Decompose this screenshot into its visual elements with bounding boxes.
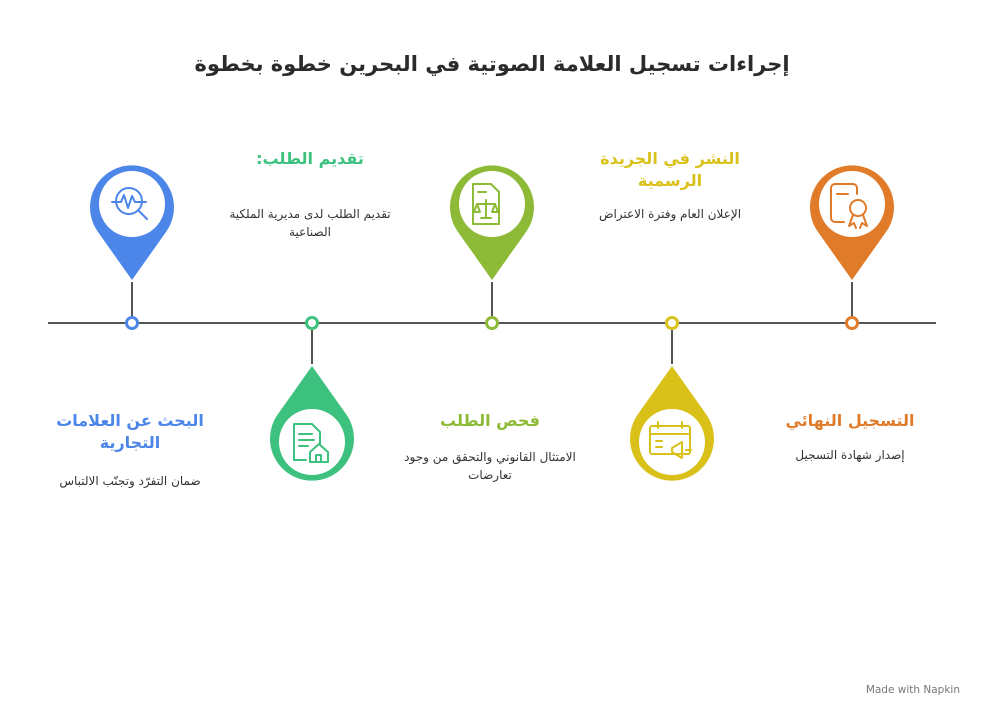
step-4-description: الإعلان العام وفترة الاعتراض — [598, 207, 742, 221]
step-2-pin — [268, 364, 356, 488]
timeline-node-5 — [845, 316, 859, 330]
step-4-pin — [628, 364, 716, 488]
certificate-icon — [830, 183, 868, 229]
step-1-description: ضمان التفرّد وتجنّب الالتباس — [59, 474, 201, 488]
step-3-heading: فحص الطلب — [440, 411, 540, 430]
step-5-pin — [808, 160, 896, 282]
document-house-icon — [293, 423, 329, 463]
step-3-description: الامتثال القانوني والتحقق من وجود تعارضا… — [404, 450, 576, 482]
stem-3 — [491, 282, 493, 316]
stem-5 — [851, 282, 853, 316]
step-1-heading: البحث عن العلامات التجارية — [56, 411, 204, 452]
search-chart-icon — [111, 187, 148, 220]
step-5-description: إصدار شهادة التسجيل — [795, 448, 905, 462]
napkin-brand[interactable]: Made with Napkin — [865, 684, 960, 696]
step-2-description: تقديم الطلب لدى مديرية الملكية الصناعية — [229, 207, 391, 239]
timeline-node-2 — [305, 316, 319, 330]
step-2-heading: تقديم الطلب: — [256, 149, 364, 168]
step-5-heading: التسجيل النهائي — [785, 411, 915, 430]
timeline-node-1 — [125, 316, 139, 330]
stem-1 — [131, 282, 133, 316]
calendar-megaphone-icon — [649, 421, 692, 459]
step-3-pin — [448, 160, 536, 282]
stem-2 — [311, 330, 313, 364]
document-scales-icon — [472, 183, 500, 225]
step-4-heading: النشر في الجريدة الرسمية — [600, 149, 740, 190]
page-title: إجراءات تسجيل العلامة الصوتية في البحرين… — [194, 52, 790, 76]
step-1-pin — [88, 160, 176, 282]
timeline-node-3 — [485, 316, 499, 330]
timeline-node-4 — [665, 316, 679, 330]
stem-4 — [671, 330, 673, 364]
